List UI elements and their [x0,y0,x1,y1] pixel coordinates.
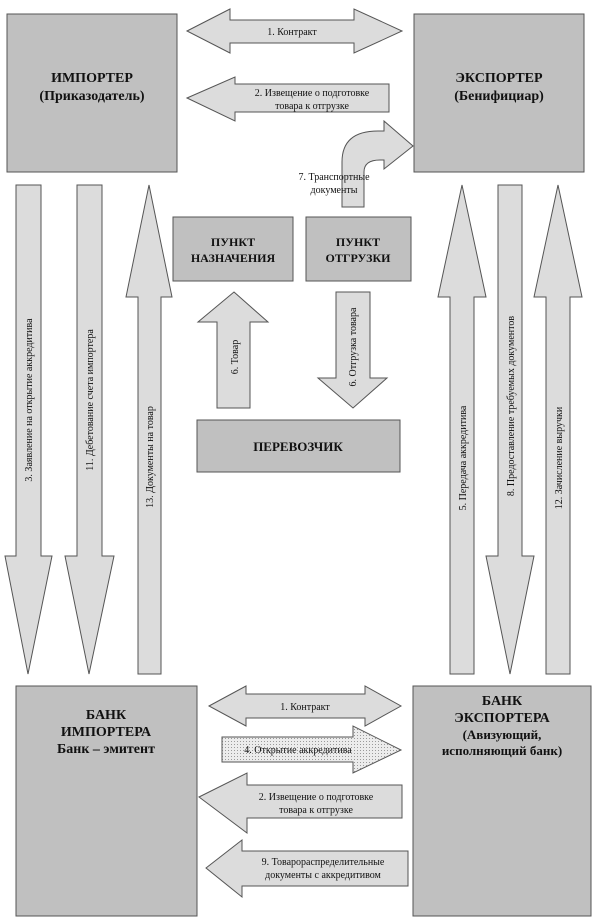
bottom-notice-arrow [198,772,403,834]
bottom-documents-arrow [205,838,409,899]
top-notice-arrow [185,76,390,122]
transfer-credit-arrow [437,184,487,675]
shipment-point-line1: ПУНКТ [336,235,380,249]
exporter-subtitle: (Бенифициар) [454,89,544,104]
bottom-notice-label-1: 2. Извещение о подготовке [259,792,374,803]
top-contract-arrow [185,8,404,54]
exporter-title: ЭКСПОРТЕР [455,71,543,86]
carrier-title: ПЕРЕВОЗЧИК [253,439,343,454]
debit-arrow [64,184,115,675]
exporter-bank-line1: БАНК [482,694,523,709]
top-contract-label: 1. Контракт [267,27,317,38]
destination-point-line2: НАЗНАЧЕНИЯ [191,251,276,265]
bottom-contract-label: 1. Контракт [280,702,330,713]
credit-proceeds-arrow [533,184,583,675]
top-notice-label-2: товара к отгрузке [275,101,349,112]
importer-bank-line1: БАНК [86,708,127,723]
exporter-bank-box [412,685,592,917]
importer-bank-line2: ИМПОРТЕРА [61,725,152,740]
importer-bank-box [15,685,198,917]
transfer-credit-label: 5. Передача аккредитива [458,405,469,510]
open-credit-arrow [221,725,403,774]
shipment-point-box [305,216,412,282]
shipment-label: 6. Отгрузка товара [348,307,359,386]
transport-docs-label-2: документы [311,185,358,196]
top-notice-label-1: 2. Извещение о подготовке [255,88,370,99]
transport-documents-arrow [341,119,414,208]
shipment-point-line2: ОТГРУЗКИ [325,251,391,265]
importer-bank-line3: Банк – эмитент [57,742,155,757]
bottom-docs-label-1: 9. Товарораспределительные [262,857,385,868]
provide-documents-arrow [485,184,535,675]
bottom-contract-arrow [207,685,403,727]
destination-point-box [172,216,294,282]
destination-point-line1: ПУНКТ [211,235,255,249]
importer-box [6,13,178,173]
goods-documents-arrow [125,184,173,675]
exporter-bank-line3: (Авизующий, [463,727,542,742]
application-arrow [4,184,53,675]
bottom-docs-label-2: документы с аккредитивом [265,870,381,881]
importer-subtitle: (Приказодатель) [39,89,144,104]
goods-documents-label: 13. Документы на товар [145,406,156,508]
transport-docs-label-1: 7. Транспортные [298,172,370,183]
provide-documents-label: 8. Предоставление требуемых документов [506,316,517,496]
goods-arrow [196,291,270,409]
credit-proceeds-label: 12. Зачисление выручки [554,406,565,509]
carrier-box [196,419,401,473]
shipment-arrow [316,291,389,409]
bottom-notice-label-2: товара к отгрузке [279,805,353,816]
application-label: 3. Заявление на открытие аккредитива [24,318,35,482]
debit-label: 11. Дебетование счета импортера [85,329,96,471]
exporter-bank-line2: ЭКСПОРТЕРА [454,711,550,726]
goods-label: 6. Товар [230,340,241,374]
exporter-bank-line4: исполняющий банк) [442,743,562,758]
exporter-box [413,13,585,173]
open-credit-label: 4. Открытие аккредитива [244,745,352,756]
importer-title: ИМПОРТЕР [51,71,133,86]
